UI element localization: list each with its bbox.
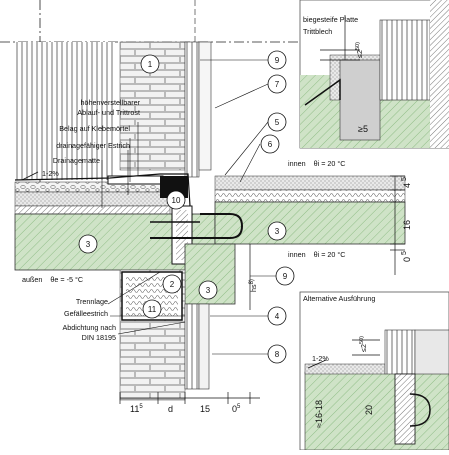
window-frame	[184, 41, 200, 178]
label-leaders	[101, 59, 278, 355]
estrich-layer	[14, 191, 171, 207]
label-le250-top: ≤250)	[355, 42, 364, 58]
rebar-loop	[150, 213, 244, 239]
callout-3-right: 3	[267, 221, 287, 241]
svg-text:7: 7	[275, 80, 280, 89]
inset-bottom	[299, 291, 449, 451]
label-hoehenverstellbar-2: Ablauf- und Trittrost	[77, 108, 140, 117]
label-gefaelle-left: 1-2%	[42, 169, 59, 178]
dim-d: d	[168, 404, 173, 414]
svg-text:4: 4	[275, 312, 280, 321]
hs-label: hs8)	[249, 279, 258, 292]
dim-4: 4	[402, 183, 412, 188]
callout-9-top: 9	[267, 50, 287, 70]
svg-text:10: 10	[172, 196, 181, 205]
callout-6: 6	[260, 134, 280, 154]
callouts: 1 9 7 5 6 10 3 3	[78, 50, 295, 364]
window-frame-lower	[184, 303, 200, 390]
label-estrich: drainagefähiger Estrich	[56, 141, 130, 150]
window-profile-lower	[198, 303, 210, 390]
svg-text:3: 3	[206, 286, 211, 295]
label-ge5: ≥5	[358, 124, 368, 134]
label-trennlage: Trennlage	[76, 297, 108, 306]
svg-text:3: 3	[86, 240, 91, 249]
dimension-bottom	[119, 392, 260, 404]
label-trittblech: Trittblech	[303, 27, 332, 36]
svg-text:9: 9	[275, 56, 280, 65]
svg-text:9: 9	[283, 272, 288, 281]
svg-text:11: 11	[148, 305, 157, 314]
callout-7: 7	[267, 74, 287, 94]
callout-1: 1	[140, 54, 160, 74]
interior-screed	[214, 175, 406, 191]
dim-16: 16	[402, 220, 412, 230]
svg-text:6: 6	[268, 140, 273, 149]
dimension-right	[390, 175, 405, 275]
dim-11: 115	[130, 404, 143, 414]
dim-0: 0	[402, 257, 412, 262]
label-biegesteife-platte: biegesteife Platte	[303, 15, 358, 24]
svg-text:2: 2	[170, 280, 175, 289]
window-profile	[198, 41, 212, 171]
svg-text:3: 3	[275, 227, 280, 236]
label-twenty: 20	[364, 405, 374, 415]
svg-text:1: 1	[148, 60, 153, 69]
dim-0-sup: 5	[401, 251, 408, 255]
dim-4-sup: 5	[401, 177, 408, 181]
facade-cladding	[15, 42, 115, 180]
callout-3-left: 3	[78, 234, 98, 254]
label-belag: Belag auf Klebemörtel	[59, 124, 130, 133]
label-le250-bottom: ≤250)	[359, 336, 368, 352]
svg-text:8: 8	[275, 350, 280, 359]
callout-8: 9	[275, 266, 295, 286]
svg-text:5: 5	[275, 118, 280, 127]
edge-beam	[184, 243, 236, 305]
interior-insulation	[214, 189, 406, 203]
callout-4: 4	[267, 306, 287, 326]
label-abdichtung-1: Abdichtung nach	[62, 323, 116, 332]
inset-top	[299, 0, 449, 149]
interior-slab	[214, 201, 406, 245]
dim-15: 15	[200, 404, 210, 414]
label-approx-1618: ≈16-18	[314, 400, 324, 428]
label-hoehenverstellbar-1: höhenverstellbarer	[80, 98, 140, 107]
label-innen-top: innen θi = 20 °C	[288, 159, 345, 168]
label-drainagematte: Drainagematte	[53, 156, 100, 165]
callout-3-beam: 3	[198, 280, 218, 300]
callout-10: 10	[166, 190, 186, 210]
label-gefaelle-alt: 1-2%	[312, 354, 329, 363]
slope-arrow-left	[21, 171, 39, 181]
label-aussen-temp: außen θe = -5 °C	[22, 275, 83, 284]
label-alternative: Alternative Ausführung	[303, 294, 375, 303]
label-abdichtung-2: DIN 18195	[82, 333, 116, 342]
label-innen-bottom: innen θi = 20 °C	[288, 250, 345, 259]
waterproofing-line	[14, 173, 191, 207]
dim-0b: 05	[232, 404, 241, 414]
callout-9-bottom: 8	[267, 344, 287, 364]
callout-11: 11	[142, 299, 162, 319]
label-gefaelleestrich: Gefälleestrich	[64, 309, 108, 318]
callout-5: 5	[267, 112, 287, 132]
callout-2: 2	[162, 274, 182, 294]
drainage-mat-layer	[14, 205, 171, 215]
